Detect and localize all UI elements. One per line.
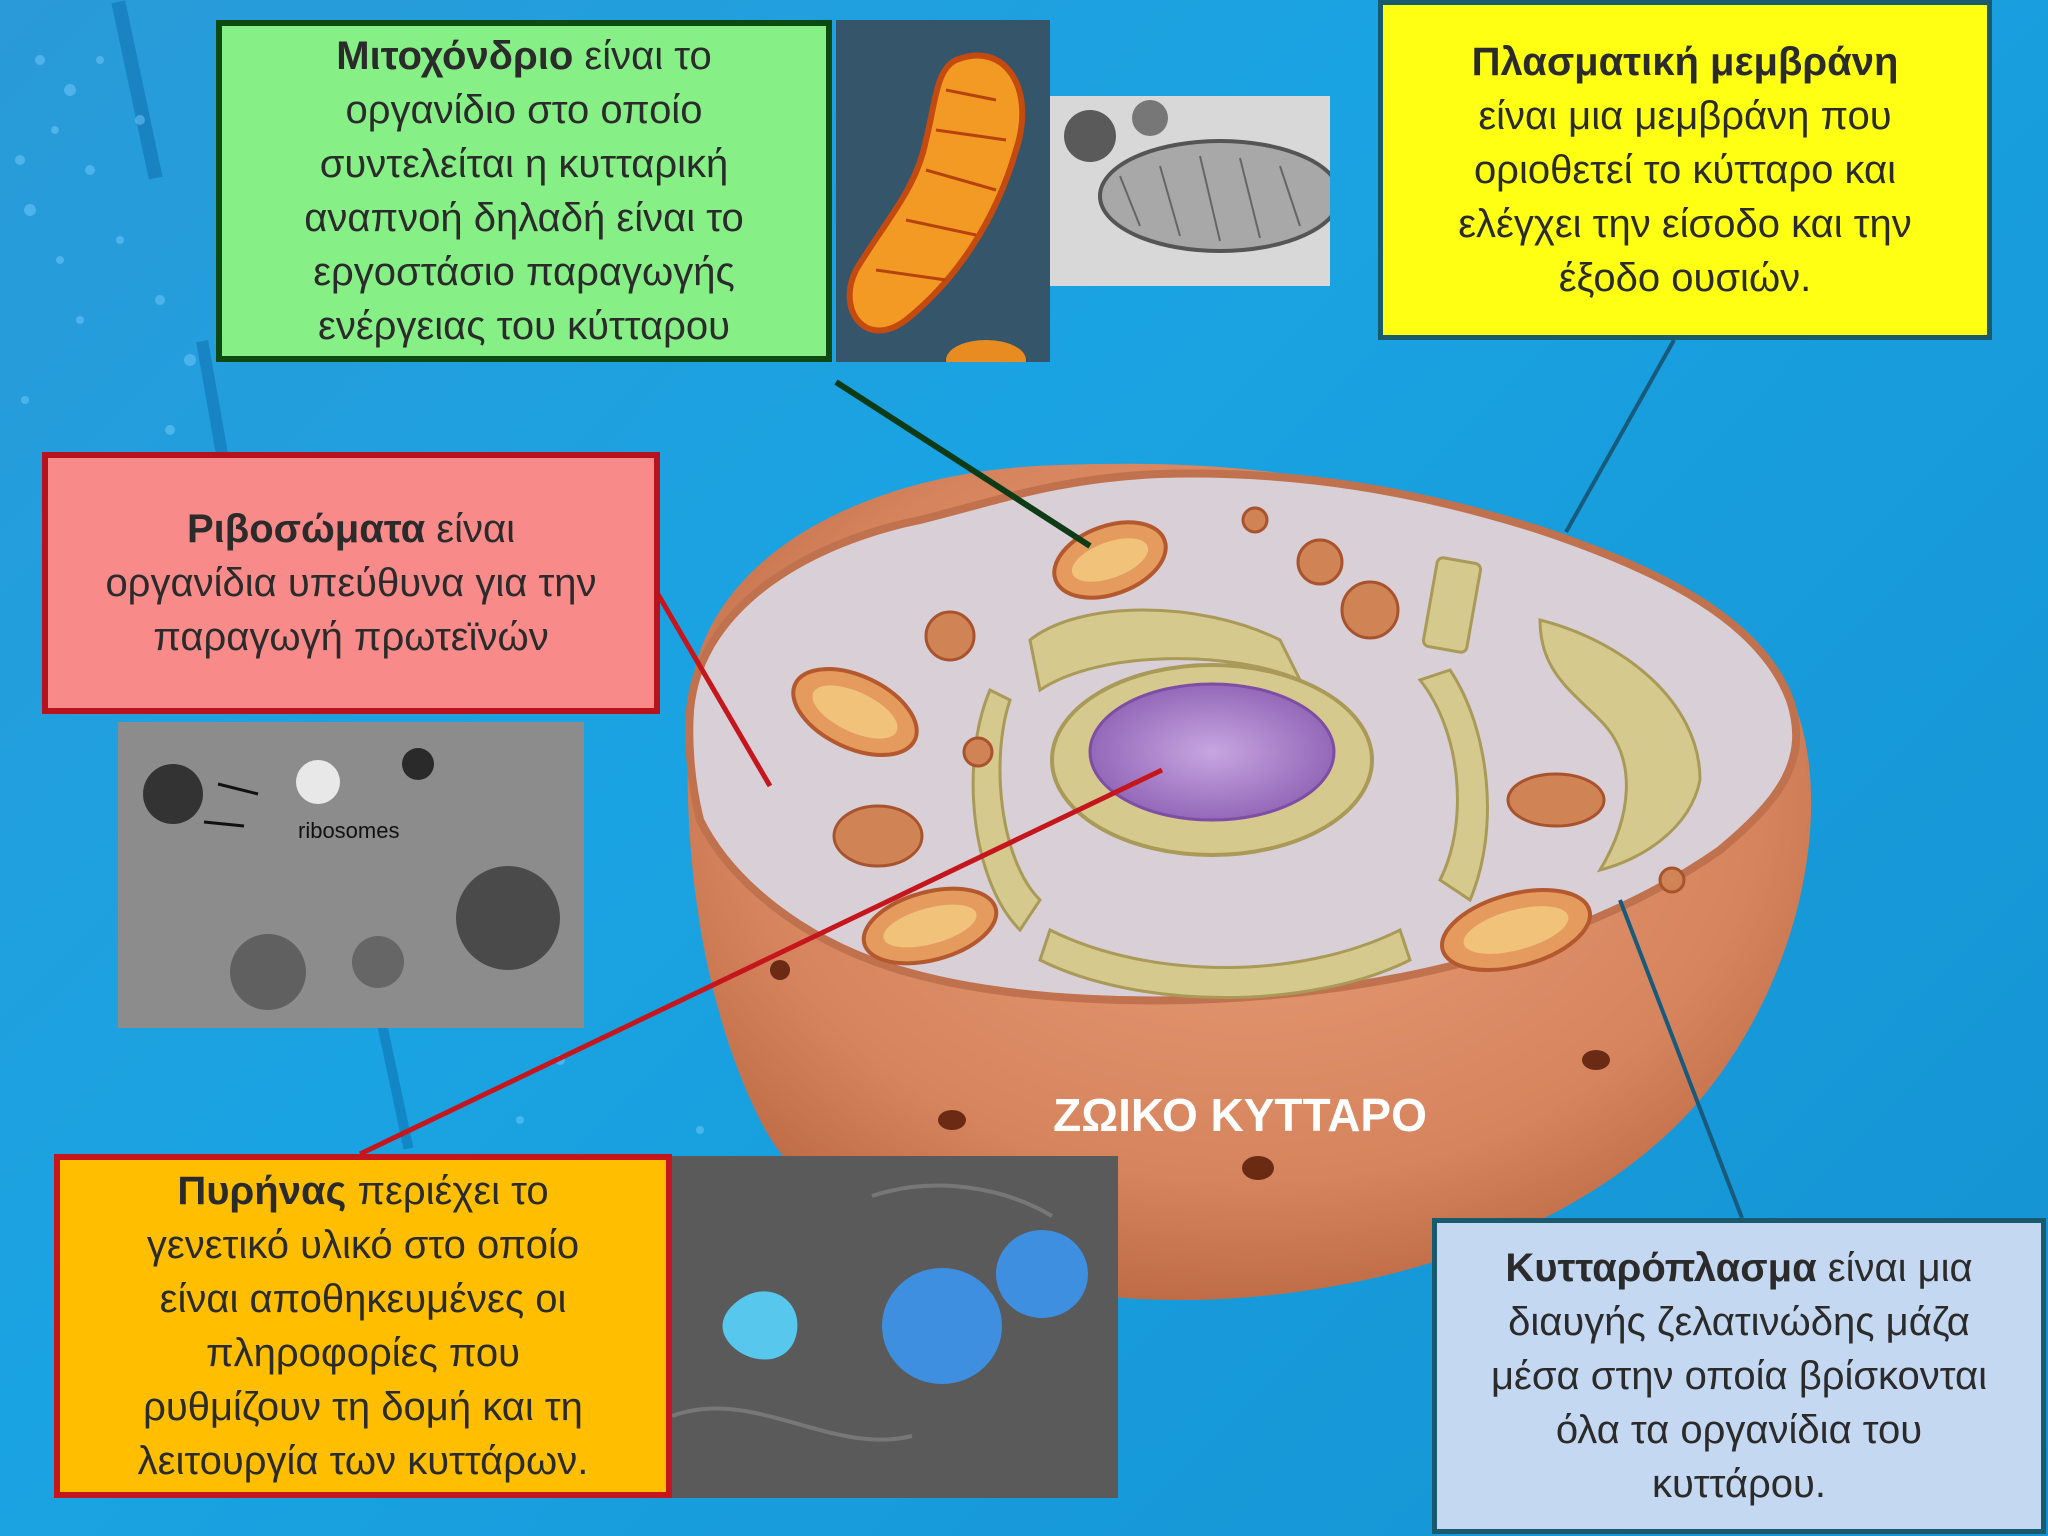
- cytoplasm-leader-line: [1618, 899, 1744, 1219]
- cytoplasm-line-5: κυττάρου.: [1651, 1462, 1827, 1506]
- nucleus-line-1: Πυρήνας περιέχει το: [60, 1164, 666, 1218]
- plasma-membrane-line-2: είναι μια μεμβράνη που: [1478, 94, 1892, 138]
- plasma-membrane-description-box: Πλασματική μεμβράνη είναι μια μεμβράνη π…: [1378, 0, 1992, 340]
- mitochondrion-line-1: Μιτοχόνδριο είναι το: [222, 29, 826, 83]
- nucleus-line-3: είναι αποθηκευμένες οι: [159, 1277, 567, 1321]
- ribosomes-line-2: οργανίδια υπεύθυνα για την: [105, 561, 597, 605]
- cytoplasm-line-1: Κυτταρόπλασμα είναι μια: [1437, 1241, 2041, 1295]
- mitochondrion-photo-color: [836, 20, 1050, 362]
- cytoplasm-description-box: Κυτταρόπλασμα είναι μια διαυγής ζελατινώ…: [1432, 1218, 2046, 1534]
- cell-title: ΖΩΙΚΟ ΚΥΤΤΑΡΟ: [1053, 1089, 1427, 1141]
- mitochondrion-photo-gray: [1050, 96, 1330, 286]
- mitochondrion-term: Μιτοχόνδριο: [336, 34, 574, 78]
- plasma-membrane-line-4: ελέγχει την είσοδο και την: [1458, 202, 1912, 246]
- plasma-membrane-term: Πλασματική μεμβράνη: [1471, 40, 1899, 84]
- ribosomes-line-1: Ριβοσώματα είναι: [48, 502, 654, 556]
- cytoplasm-text-1: είναι μια: [1816, 1246, 1973, 1290]
- ribosomes-term: Ριβοσώματα: [186, 507, 426, 551]
- plasma-membrane-line-3: οριοθετεί το κύτταρο και: [1473, 148, 1897, 192]
- nucleus-line-4: πληροφορίες που: [205, 1331, 521, 1375]
- ribosomes-line-3: παραγωγή πρωτεϊνών: [153, 615, 549, 659]
- ribosomes-description-box: Ριβοσώματα είναι οργανίδια υπεύθυνα για …: [42, 452, 660, 714]
- cytoplasm-line-4: όλα τα οργανίδια του: [1555, 1408, 1923, 1452]
- mitochondrion-line-5: εργοστάσιο παραγωγής: [313, 250, 735, 294]
- plasma-membrane-line-5: έξοδο ουσιών.: [1558, 256, 1812, 300]
- nucleus-description-box: Πυρήνας περιέχει το γενετικό υλικό στο ο…: [54, 1154, 672, 1498]
- nucleus-line-5: ρυθμίζουν τη δομή και τη: [143, 1385, 583, 1429]
- cytoplasm-term: Κυτταρόπλασμα: [1505, 1246, 1817, 1290]
- nucleus-leader-line: [358, 767, 1164, 1157]
- plasma-membrane-leader-line: [1564, 339, 1676, 533]
- nucleus-line-2: γενετικό υλικό στο οποίο: [146, 1223, 580, 1267]
- nucleus-line-6: λειτουργία των κυττάρων.: [137, 1439, 589, 1483]
- mitochondrion-line-3: συντελείται η κυτταρική: [319, 142, 729, 186]
- nucleus-term: Πυρήνας: [177, 1169, 347, 1213]
- mitochondrion-line-4: αναπνοή δηλαδή είναι το: [304, 196, 744, 240]
- cytoplasm-line-3: μέσα στην οποία βρίσκονται: [1490, 1354, 1988, 1398]
- nucleus-photo: [672, 1156, 1118, 1498]
- cytoplasm-line-2: διαυγής ζελατινώδης μάζα: [1508, 1300, 1970, 1344]
- ribosomes-text-1: είναι: [425, 507, 516, 551]
- mitochondrion-description-box: Μιτοχόνδριο είναι το οργανίδιο στο οποίο…: [216, 20, 832, 362]
- ribosomes-photo: ribosomes: [118, 722, 584, 1028]
- mitochondrion-line-6: ενέργειας του κύτταρου: [317, 304, 731, 348]
- mitochondrion-line-2: οργανίδιο στο οποίο: [345, 88, 703, 132]
- mitochondrion-leader-line: [834, 379, 1092, 549]
- plasma-membrane-line-1: Πλασματική μεμβράνη: [1383, 35, 1987, 89]
- nucleus-text-1: περιέχει το: [346, 1169, 549, 1213]
- mitochondrion-text-1: είναι το: [573, 34, 712, 78]
- ribosomes-leader-line: [649, 582, 773, 788]
- ribosomes-photo-label: ribosomes: [298, 818, 400, 843]
